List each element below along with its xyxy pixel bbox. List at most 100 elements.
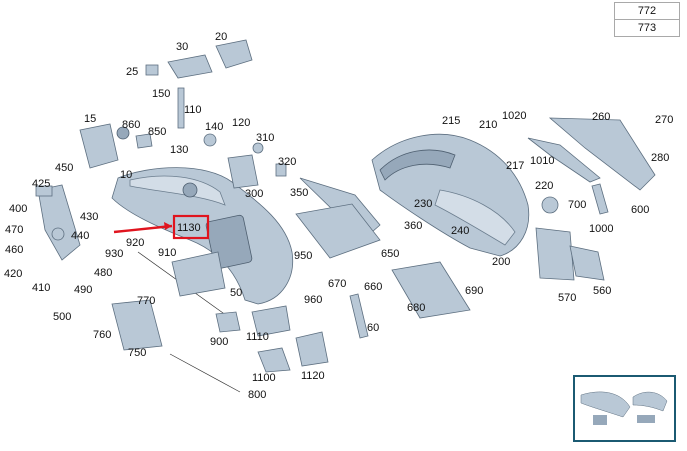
part-30-bracket[interactable]: [167, 54, 213, 79]
part-label-260[interactable]: 260: [592, 111, 610, 123]
part-260-lamp[interactable]: [548, 117, 656, 191]
part-label-480[interactable]: 480: [94, 267, 112, 279]
part-label-60[interactable]: 60: [367, 322, 379, 334]
part-15-panel[interactable]: [79, 123, 119, 169]
reference-cell-773[interactable]: 773: [614, 19, 680, 37]
part-label-680[interactable]: 680: [407, 302, 425, 314]
part-label-200[interactable]: 200: [492, 256, 510, 268]
part-label-310[interactable]: 310: [256, 132, 274, 144]
part-label-10[interactable]: 10: [120, 169, 132, 181]
part-label-300[interactable]: 300: [245, 188, 263, 200]
part-label-320[interactable]: 320: [278, 156, 296, 168]
part-label-560[interactable]: 560: [593, 285, 611, 297]
part-650-underbody-panel[interactable]: [295, 203, 381, 259]
part-1120-cover[interactable]: [295, 331, 329, 367]
part-label-750[interactable]: 750: [128, 347, 146, 359]
part-25-clip[interactable]: [145, 64, 159, 76]
part-label-1110[interactable]: 1110: [246, 331, 269, 343]
part-300-bracket[interactable]: [227, 154, 259, 189]
part-570-bracket[interactable]: [535, 227, 575, 281]
part-label-30[interactable]: 30: [176, 41, 188, 53]
part-1010-strip[interactable]: [527, 137, 601, 183]
part-label-1020[interactable]: 1020: [502, 110, 526, 122]
part-20-trim[interactable]: [215, 39, 253, 69]
part-label-860[interactable]: 860: [122, 119, 140, 131]
part-label-130[interactable]: 130: [170, 144, 188, 156]
part-label-430[interactable]: 430: [80, 211, 98, 223]
part-label-120[interactable]: 120: [232, 117, 250, 129]
part-400-side-bracket[interactable]: [37, 184, 81, 261]
part-425-block[interactable]: [35, 185, 53, 197]
part-200-rear-bumper-cover[interactable]: [371, 133, 530, 257]
part-label-280[interactable]: 280: [651, 152, 669, 164]
part-label-210[interactable]: 210: [479, 119, 497, 131]
part-label-660[interactable]: 660: [364, 281, 382, 293]
part-860-ring[interactable]: [116, 126, 130, 140]
part-label-240[interactable]: 240: [451, 225, 469, 237]
part-label-215[interactable]: 215: [442, 115, 460, 127]
part-850-cap[interactable]: [135, 133, 153, 149]
part-label-770[interactable]: 770: [137, 295, 155, 307]
part-label-600[interactable]: 600: [631, 204, 649, 216]
part-label-930[interactable]: 930: [105, 248, 123, 260]
part-label-220[interactable]: 220: [535, 180, 553, 192]
part-1100-housing[interactable]: [257, 347, 291, 373]
part-label-360[interactable]: 360: [404, 220, 422, 232]
part-label-800[interactable]: 800: [248, 389, 266, 401]
part-10-front-bumper-cover[interactable]: [111, 167, 294, 305]
part-label-570[interactable]: 570: [558, 292, 576, 304]
part-label-690[interactable]: 690: [465, 285, 483, 297]
part-label-850[interactable]: 850: [148, 126, 166, 138]
part-label-15[interactable]: 15: [84, 113, 96, 125]
part-label-140[interactable]: 140: [205, 121, 223, 133]
part-label-425[interactable]: 425: [32, 178, 50, 190]
part-label-400[interactable]: 400: [9, 203, 27, 215]
part-label-960[interactable]: 960: [304, 294, 322, 306]
part-680-shield[interactable]: [391, 261, 471, 319]
part-label-670[interactable]: 670: [328, 278, 346, 290]
part-label-950[interactable]: 950: [294, 250, 312, 262]
part-label-1130[interactable]: 1130: [177, 222, 201, 234]
part-label-700[interactable]: 700: [568, 199, 586, 211]
part-label-150[interactable]: 150: [152, 88, 170, 100]
part-750-grille[interactable]: [111, 299, 163, 351]
part-label-217[interactable]: 217: [506, 160, 524, 172]
part-320-clip[interactable]: [275, 163, 287, 177]
part-label-1000[interactable]: 1000: [589, 223, 613, 235]
overview-thumbnail[interactable]: [573, 375, 676, 442]
part-910-frame[interactable]: [171, 251, 226, 297]
part-label-920[interactable]: 920: [126, 237, 144, 249]
part-label-450[interactable]: 450: [55, 162, 73, 174]
part-140-connector[interactable]: [203, 133, 217, 147]
part-560-cover[interactable]: [569, 245, 605, 281]
part-label-470[interactable]: 470: [5, 224, 23, 236]
part-label-460[interactable]: 460: [5, 244, 23, 256]
part-label-1010[interactable]: 1010: [530, 155, 554, 167]
part-label-1120[interactable]: 1120: [301, 370, 325, 382]
part-150-sensor[interactable]: [177, 87, 185, 129]
part-label-650[interactable]: 650: [381, 248, 399, 260]
part-label-410[interactable]: 410: [32, 282, 50, 294]
part-label-25[interactable]: 25: [126, 66, 138, 78]
part-310-plug[interactable]: [252, 142, 264, 154]
part-label-440[interactable]: 440: [71, 230, 89, 242]
part-60-trim-strip[interactable]: [349, 293, 369, 339]
part-label-420[interactable]: 420: [4, 268, 22, 280]
part-440-grommet[interactable]: [51, 227, 65, 241]
part-label-270[interactable]: 270: [655, 114, 673, 126]
part-label-110[interactable]: 110: [184, 104, 202, 116]
part-900-bracket[interactable]: [215, 311, 241, 333]
part-label-1100[interactable]: 1100: [252, 372, 276, 384]
part-label-350[interactable]: 350: [290, 187, 308, 199]
part-1000-molding[interactable]: [591, 183, 609, 215]
part-label-230[interactable]: 230: [414, 198, 432, 210]
part-label-910[interactable]: 910: [158, 247, 176, 259]
part-800-strip[interactable]: [169, 353, 241, 393]
part-700-reflector[interactable]: [541, 196, 559, 214]
part-label-500[interactable]: 500: [53, 311, 71, 323]
part-label-490[interactable]: 490: [74, 284, 92, 296]
part-label-50[interactable]: 50: [230, 287, 242, 299]
part-label-760[interactable]: 760: [93, 329, 111, 341]
part-1110-mount[interactable]: [251, 305, 291, 337]
part-label-20[interactable]: 20: [215, 31, 227, 43]
